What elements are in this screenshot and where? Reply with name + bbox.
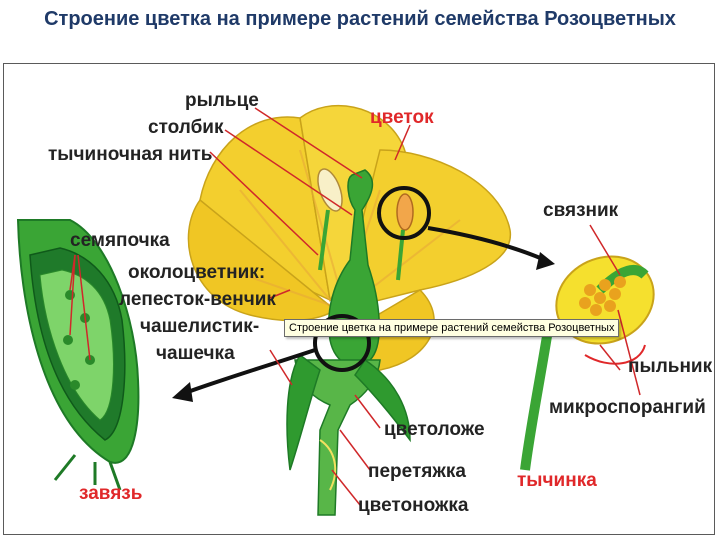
label-stolbik: столбик <box>148 117 224 138</box>
sepals <box>286 353 411 471</box>
label-chashelistik: чашелистик- <box>140 316 260 337</box>
label-pylnik: пыльник <box>628 356 713 377</box>
ovary-circle <box>313 314 371 372</box>
arrow-to-ovary <box>184 348 316 395</box>
label-tychinochnaya-nit: тычиночная нить <box>48 144 213 165</box>
label-peretyazhka: перетяжка <box>368 461 466 482</box>
pointer-lines <box>69 107 641 506</box>
label-tychinka: тычинка <box>517 470 597 491</box>
label-cvetolozhe: цветоложе <box>384 419 485 440</box>
label-semyapochka: семяпочка <box>70 230 170 251</box>
label-cvetok: цветок <box>370 107 434 128</box>
label-svyaznik: связник <box>543 200 619 221</box>
label-okolocvetnik: околоцветник: <box>128 262 266 283</box>
arrow-head-left <box>172 382 193 402</box>
ovary-cross-section <box>16 219 140 491</box>
label-lepestok: лепесток-венчик <box>119 289 276 310</box>
anther-circle <box>377 186 431 240</box>
label-rylce: рыльце <box>185 90 259 111</box>
label-zavyaz: завязь <box>79 483 143 504</box>
label-cvetonozhka: цветоножка <box>358 495 469 516</box>
label-mikrosporangiy: микроспорангий <box>549 397 706 418</box>
tooltip: Строение цветка на примере растений семе… <box>284 319 620 337</box>
arrow-head-right <box>536 252 555 270</box>
slide-frame <box>3 63 715 535</box>
label-chashechka: чашечка <box>156 343 235 364</box>
arrow-to-stamen <box>427 226 546 262</box>
page-title: Строение цветка на примере растений семе… <box>44 8 676 30</box>
